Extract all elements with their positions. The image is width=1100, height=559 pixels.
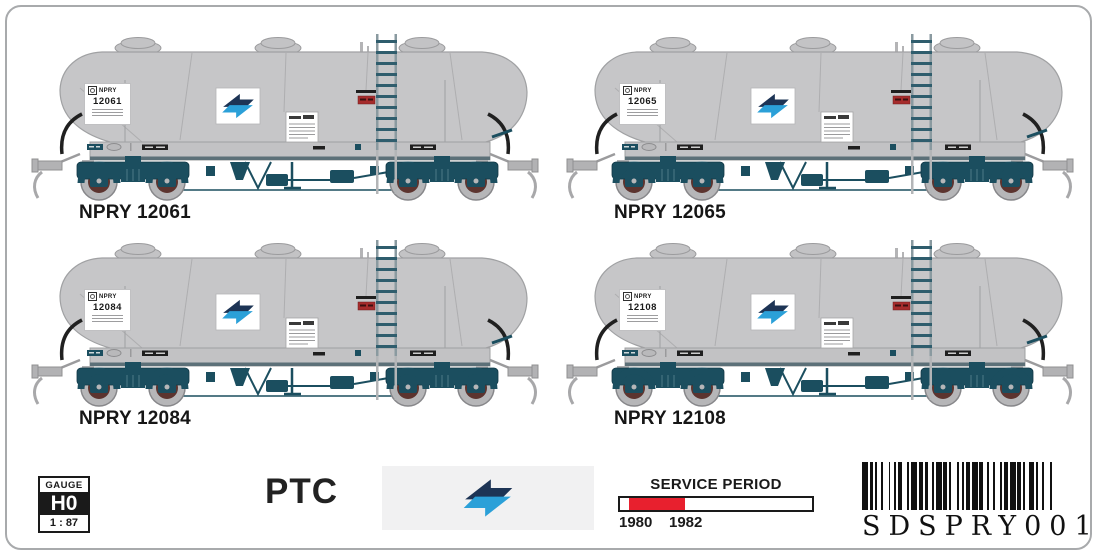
- service-start-year: 1980: [619, 514, 653, 531]
- gauge-label: GAUGE: [45, 480, 83, 491]
- gauge-ratio: 1 : 87: [49, 517, 79, 529]
- reporting-mark: NPRY: [99, 87, 117, 94]
- car-data-label: NPRY 12061: [84, 83, 131, 125]
- service-period: SERVICE PERIOD 1980 1982: [618, 476, 814, 532]
- car-block-1: NPRY 12061 NPRY 12061: [30, 30, 540, 240]
- car-caption: NPRY 12061: [79, 202, 191, 223]
- circle-square-icon: [88, 86, 97, 95]
- car-data-label: NPRY 12084: [84, 289, 131, 331]
- car-data-label: NPRY 12108: [619, 289, 666, 331]
- reporting-mark: NPRY: [634, 87, 652, 94]
- service-end-year: 1982: [669, 514, 703, 531]
- product-code: SDSPRY001: [862, 511, 1100, 542]
- reporting-mark: NPRY: [99, 293, 117, 300]
- tank-car-illustration: [565, 30, 1075, 230]
- circle-square-icon: [623, 292, 632, 301]
- car-data-label: NPRY 12065: [619, 83, 666, 125]
- car-number: 12084: [93, 302, 122, 313]
- car-block-2: NPRY 12065 NPRY 12065: [565, 30, 1075, 240]
- double-arrow-logo-icon: [461, 478, 515, 518]
- tank-car-illustration: [565, 236, 1075, 436]
- tank-car-illustration: [30, 30, 540, 230]
- car-number: 12061: [93, 96, 122, 107]
- circle-square-icon: [623, 86, 632, 95]
- car-caption: NPRY 12108: [614, 408, 726, 429]
- fine-print-lines: [627, 315, 658, 324]
- gauge-scale: H0: [40, 492, 88, 515]
- reporting-mark: NPRY: [634, 293, 652, 300]
- fine-print-lines: [627, 109, 658, 118]
- service-period-bar: [618, 496, 814, 512]
- car-caption: NPRY 12084: [79, 408, 191, 429]
- car-number: 12065: [628, 96, 657, 107]
- car-number: 12108: [628, 302, 657, 313]
- brand-logo-panel: [382, 466, 594, 530]
- car-block-4: NPRY 12108 NPRY 12108: [565, 236, 1075, 446]
- fine-print-lines: [92, 315, 123, 324]
- brand-name: PTC: [265, 472, 338, 511]
- tank-car-illustration: [30, 236, 540, 436]
- fine-print-lines: [92, 109, 123, 118]
- barcode: SDSPRY001: [862, 462, 1100, 542]
- service-period-highlight: [629, 498, 685, 510]
- gauge-badge: GAUGE H0 1 : 87: [38, 476, 90, 533]
- car-caption: NPRY 12065: [614, 202, 726, 223]
- car-block-3: NPRY 12084 NPRY 12084: [30, 236, 540, 446]
- circle-square-icon: [88, 292, 97, 301]
- barcode-bars: [862, 462, 1070, 510]
- service-period-title: SERVICE PERIOD: [650, 476, 782, 493]
